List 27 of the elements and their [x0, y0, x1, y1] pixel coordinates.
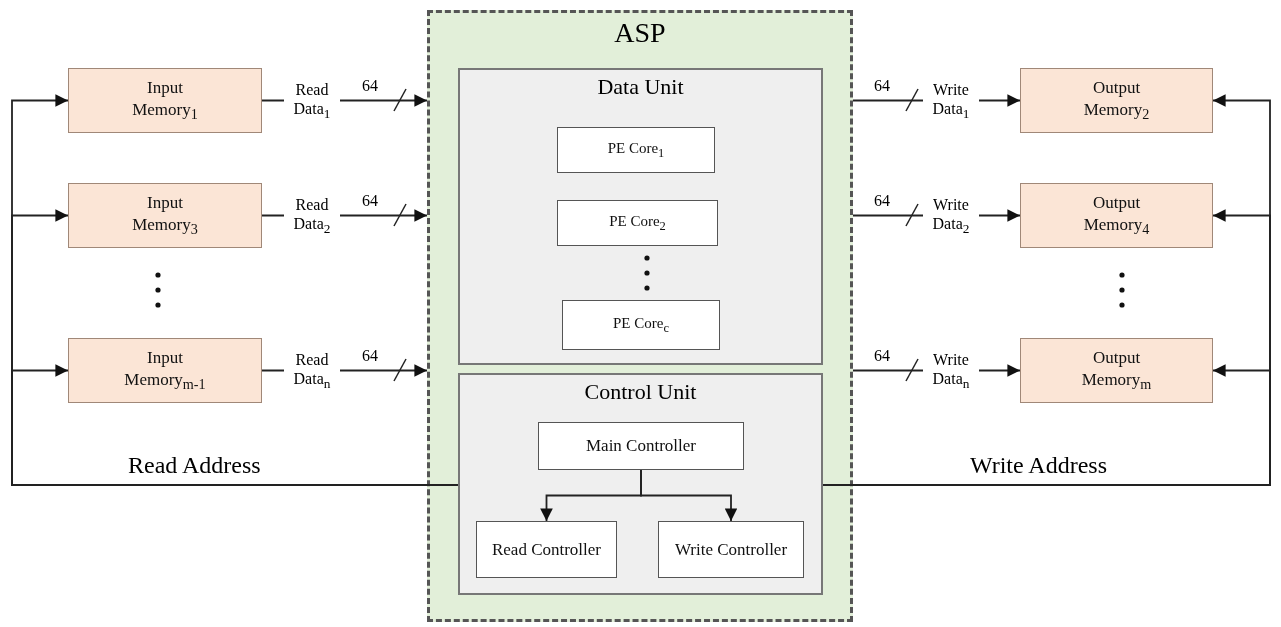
memory-box: Input Memory$_{m-1}$: [68, 338, 262, 403]
system-boundary: [427, 10, 853, 622]
core-box: PE Core$_{c}$: [562, 300, 720, 350]
group-title: Control Unit: [584, 379, 697, 405]
core-box: PE Core$_{2}$: [557, 200, 718, 246]
bus-width-label: 64: [362, 77, 378, 95]
group-title: ASP: [614, 17, 666, 49]
memory-box: Output Memory$_{m}$: [1020, 338, 1213, 403]
controller-box: Read Controller: [476, 521, 617, 578]
group-title: Data Unit: [597, 74, 684, 100]
bus-width-label: 64: [874, 77, 890, 95]
bus-width-label: 64: [362, 347, 378, 365]
edge-label: Read Address: [128, 451, 261, 480]
core-box: PE Core$_{1}$: [557, 127, 715, 173]
bus-width-label: 64: [874, 192, 890, 210]
memory-box: Input Memory$_{3}$: [68, 183, 262, 248]
memory-box: Output Memory$_{4}$: [1020, 183, 1213, 248]
controller-box: Write Controller: [658, 521, 804, 578]
controller-box: Main Controller: [538, 422, 744, 470]
edge-label: Write Address: [970, 451, 1107, 480]
arrow: [640, 469, 738, 522]
unit-panel: [458, 68, 823, 365]
memory-box: Input Memory$_{1}$: [68, 68, 262, 133]
bus-width-label: 64: [874, 347, 890, 365]
bus-width-label: 64: [362, 192, 378, 210]
memory-box: Output Memory$_{2}$: [1020, 68, 1213, 133]
unit-panel: [458, 373, 823, 595]
